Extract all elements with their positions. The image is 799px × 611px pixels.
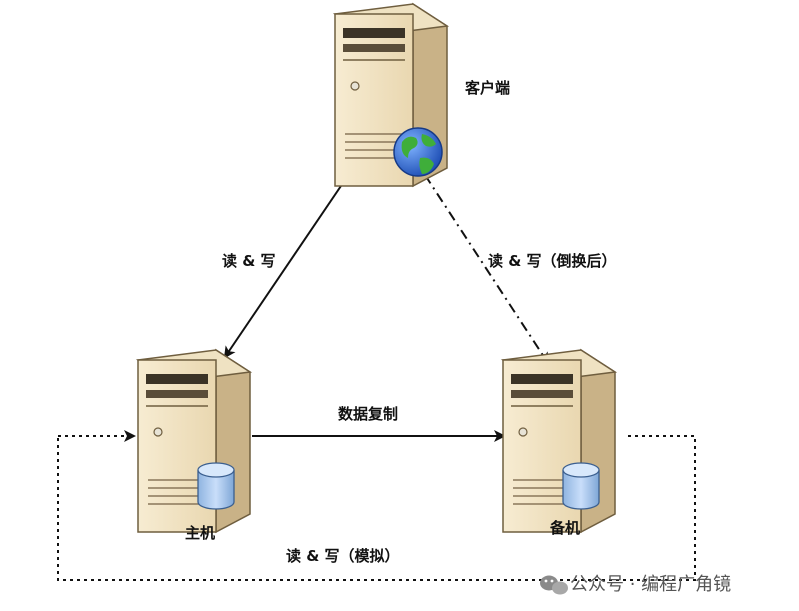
edge-client-to-standby	[424, 174, 550, 365]
edge-label-replication: 数据复制	[338, 405, 398, 423]
edge-label-simulated: 读 & 写（模拟）	[286, 547, 400, 565]
primary-database-icon	[197, 462, 235, 510]
standby-database-icon	[562, 462, 600, 510]
primary-label: 主机	[185, 524, 215, 542]
standby-label: 备机	[549, 519, 580, 537]
edge-label-client-standby: 读 & 写（倒换后）	[488, 252, 617, 270]
watermark-text: 公众号 · 编程广角镜	[570, 574, 731, 595]
globe-icon	[393, 127, 443, 177]
edge-simulated-loop	[57, 435, 696, 581]
client-label: 客户端	[464, 79, 510, 97]
edge-label-client-primary: 读 & 写	[222, 252, 276, 270]
wechat-icon	[540, 575, 568, 595]
edge-client-to-primary	[223, 179, 346, 359]
